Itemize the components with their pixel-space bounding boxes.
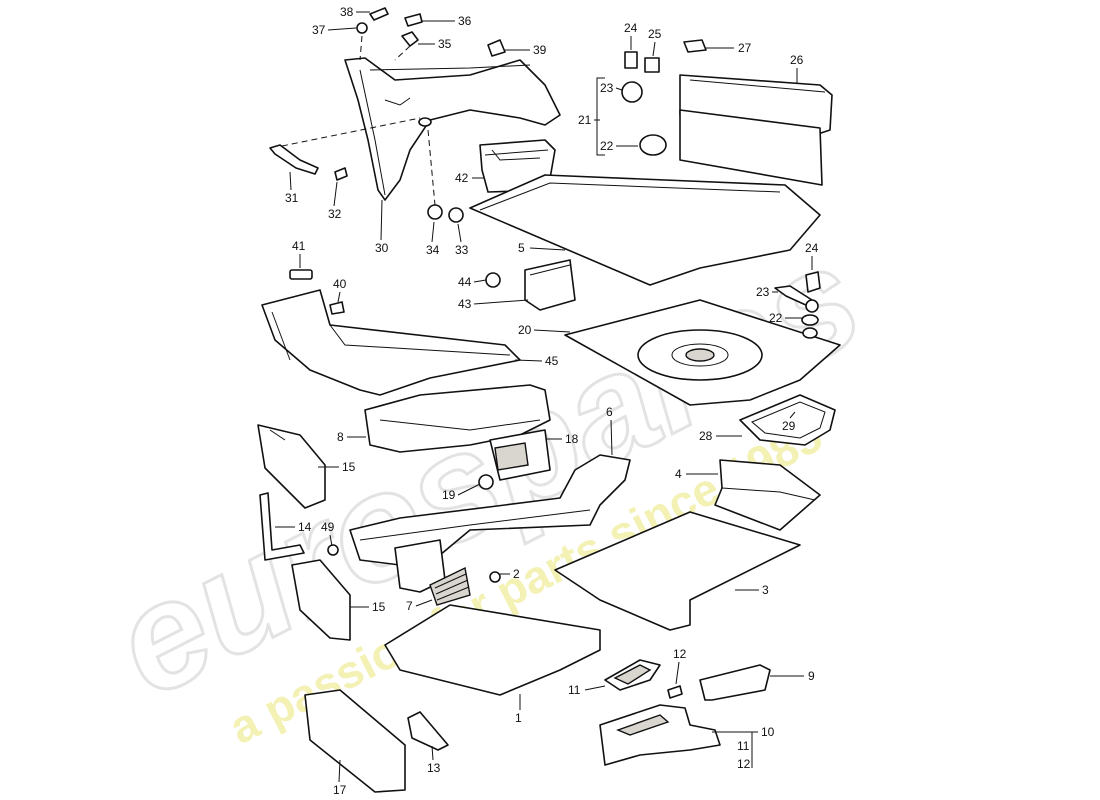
callout-label: 22 [600,139,614,153]
callout-label: 25 [648,27,662,41]
part-18 [478,429,551,490]
callout-label: 11 [568,683,581,697]
callout-label: 35 [438,37,452,51]
small-parts-top-right [621,39,707,156]
callout-label: 1 [515,711,522,725]
callout-label: 2 [513,567,520,581]
callout-label: 43 [458,297,472,311]
callout-label: 24 [624,21,638,35]
spare-wheel-tray [564,299,841,406]
carpet-3 [554,511,801,631]
small-parts-44-43 [289,269,345,315]
callout-label: 11 [737,739,750,753]
part-17 [304,689,406,793]
callout-label: 34 [426,243,440,257]
callout-label: 6 [606,405,613,419]
callout-label: 40 [333,277,347,291]
callout-label: 12 [737,757,751,771]
callout-label: 13 [427,761,441,775]
callout-label: 20 [518,323,532,337]
callout-label: 30 [375,241,389,255]
callout-label: 18 [565,432,579,446]
callout-label: 27 [738,41,752,55]
carpet-1 [384,571,601,696]
callout-label: 15 [342,460,356,474]
part-13 [407,711,449,751]
callout-label: 23 [756,285,770,299]
left-tray-48 [261,289,521,396]
lower-trim-6 [349,454,631,593]
fasteners-right [774,271,821,339]
bracket-10 [599,704,721,766]
callout-label: 4 [675,467,682,481]
callout-label: 7 [406,599,413,613]
callout-label: 32 [328,207,342,221]
callout-label: 44 [458,275,472,289]
callout-label: 3 [762,583,769,597]
bracket-46 [485,259,576,311]
callout-label: 37 [312,23,326,37]
callout-label: 21 [578,113,592,127]
callout-label: 17 [333,783,347,797]
callout-label: 23 [600,81,614,95]
callout-label: 28 [699,429,713,443]
callout-label: 42 [455,171,469,185]
callout-label: 38 [340,5,354,19]
callout-label: 19 [442,488,456,502]
fasteners-top-left [334,7,506,223]
callout-label: 36 [458,14,472,28]
flap-15 [257,424,326,509]
callout-label: 26 [790,53,804,67]
callout-label: 10 [761,725,775,739]
bracket-14 [259,492,339,561]
panel-16 [291,559,351,641]
floor-panel-4 [714,459,821,531]
part-9 [699,664,771,701]
callout-label: 12 [673,647,687,661]
cover-frame [739,394,836,446]
callout-label: 22 [769,311,783,325]
callout-label: 24 [805,241,819,255]
callout-label: 41 [292,239,306,253]
vent-grille [429,566,471,606]
floor-mat-5 [469,174,821,286]
callout-label: 39 [533,43,547,57]
part-11 [604,659,683,699]
callouts: 38 37 36 35 39 31 32 30 34 33 42 24 [275,5,819,797]
trim-strip-8 [364,384,551,453]
callout-label: 45 [545,354,559,368]
callout-label: 31 [285,191,299,205]
callout-label: 15 [372,600,386,614]
callout-label: 49 [321,520,335,534]
callout-label: 33 [455,243,469,257]
callout-label: 9 [808,669,815,683]
shelf-panel [679,74,833,186]
callout-label: 8 [337,430,344,444]
quarter-trim-panel [344,57,561,201]
callout-label: 5 [518,241,525,255]
callout-label: 14 [298,520,312,534]
grab-handle [269,117,421,175]
callout-label: 29 [782,419,796,433]
